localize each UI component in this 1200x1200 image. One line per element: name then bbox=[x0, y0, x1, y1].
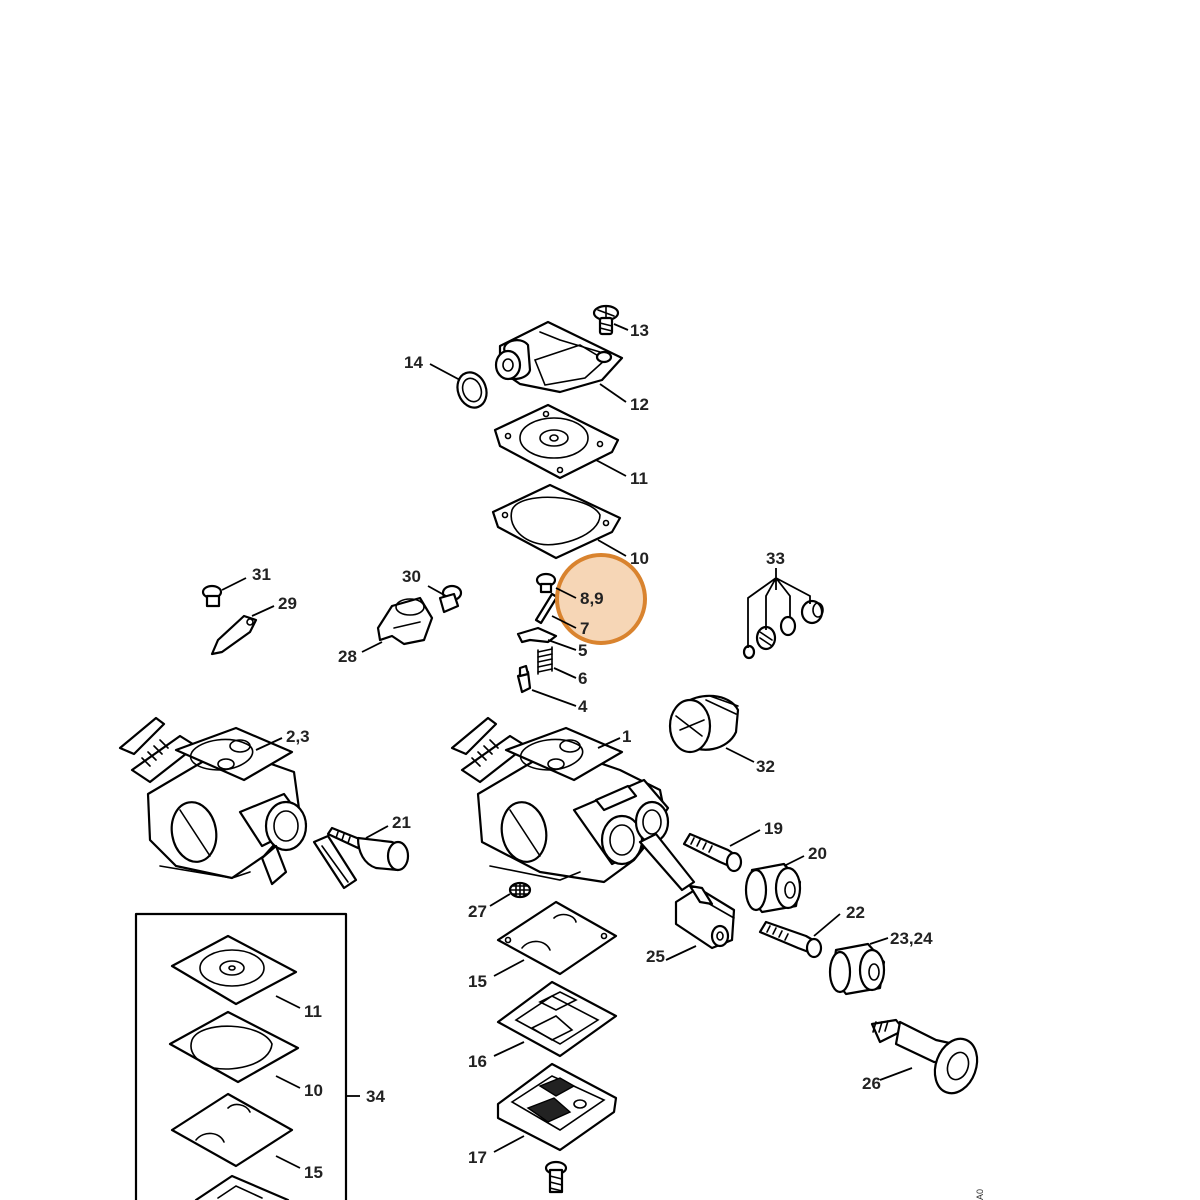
spindle-7[interactable] bbox=[534, 592, 559, 625]
carburetor-2-3[interactable] bbox=[118, 716, 308, 886]
inlet-needle-4[interactable] bbox=[516, 664, 532, 694]
fitting-25[interactable] bbox=[674, 884, 736, 950]
kit-gasket-16 bbox=[194, 1174, 290, 1200]
callout-4[interactable]: 4 bbox=[578, 697, 588, 716]
throttle-lever-28[interactable] bbox=[376, 596, 434, 646]
callout-kit-10[interactable]: 10 bbox=[304, 1081, 323, 1100]
o-ring-kit-33[interactable] bbox=[742, 599, 824, 660]
callout-26[interactable]: 26 bbox=[862, 1074, 881, 1093]
screw-31[interactable] bbox=[201, 584, 223, 608]
screw-13[interactable] bbox=[592, 304, 620, 336]
carburetor-1[interactable] bbox=[450, 716, 670, 884]
callout-34[interactable]: 34 bbox=[366, 1087, 385, 1106]
callout-10[interactable]: 10 bbox=[630, 549, 649, 568]
callout-17[interactable]: 17 bbox=[468, 1148, 487, 1167]
limiter-cap-20[interactable] bbox=[744, 862, 802, 914]
highlight-marker bbox=[555, 553, 647, 645]
callout-32[interactable]: 32 bbox=[756, 757, 775, 776]
callout-kit-11[interactable]: 11 bbox=[304, 1002, 322, 1021]
gasket-10[interactable] bbox=[491, 483, 622, 560]
kit-diaphragm-11 bbox=[170, 934, 298, 1006]
choke-funnel-26[interactable] bbox=[870, 1018, 984, 1099]
pump-cover-12[interactable] bbox=[494, 320, 624, 394]
end-cover-17[interactable] bbox=[496, 1062, 618, 1152]
callout-6[interactable]: 6 bbox=[578, 669, 587, 688]
limiter-cap-23-24[interactable] bbox=[828, 942, 886, 996]
callout-21[interactable]: 21 bbox=[392, 813, 411, 832]
fuel-screen-27[interactable] bbox=[508, 881, 532, 899]
kit-gasket-10 bbox=[168, 1010, 300, 1084]
o-ring-14[interactable] bbox=[453, 368, 492, 411]
callout-31[interactable]: 31 bbox=[252, 565, 271, 584]
adjusting-screw-21[interactable] bbox=[312, 826, 410, 890]
callout-kit-15[interactable]: 15 bbox=[304, 1163, 323, 1182]
screw-30[interactable] bbox=[438, 584, 463, 614]
callout-13[interactable]: 13 bbox=[630, 321, 649, 340]
adjusting-screw-19[interactable] bbox=[638, 832, 743, 892]
screw-8-9[interactable] bbox=[535, 572, 557, 594]
bottom-screw[interactable] bbox=[544, 1160, 568, 1194]
diaphragm-11[interactable] bbox=[493, 403, 620, 480]
callout-16[interactable]: 16 bbox=[468, 1052, 487, 1071]
kit-pump-diaphragm-15 bbox=[170, 1092, 294, 1168]
callout-33[interactable]: 33 bbox=[766, 549, 785, 568]
callout-27[interactable]: 27 bbox=[468, 902, 487, 921]
callout-labels: 13 14 12 11 10 8,9 7 5 6 4 31 29 30 28 3… bbox=[252, 321, 933, 1182]
callout-23-24[interactable]: 23,24 bbox=[890, 929, 933, 948]
primer-bulb-32[interactable] bbox=[668, 694, 740, 754]
adjusting-screw-22[interactable] bbox=[758, 920, 823, 959]
callout-15[interactable]: 15 bbox=[468, 972, 487, 991]
callout-28[interactable]: 28 bbox=[338, 647, 357, 666]
callout-1[interactable]: 1 bbox=[622, 727, 631, 746]
repair-kit-34-box[interactable] bbox=[134, 912, 348, 1200]
callout-22[interactable]: 22 bbox=[846, 903, 865, 922]
callout-19[interactable]: 19 bbox=[764, 819, 783, 838]
callout-8-9[interactable]: 8,9 bbox=[580, 589, 604, 608]
gasket-16[interactable] bbox=[496, 980, 618, 1058]
callout-20[interactable]: 20 bbox=[808, 844, 827, 863]
callout-25[interactable]: 25 bbox=[646, 947, 665, 966]
callout-5[interactable]: 5 bbox=[578, 641, 587, 660]
callout-7[interactable]: 7 bbox=[580, 619, 589, 638]
spring-6[interactable] bbox=[537, 646, 553, 675]
callout-12[interactable]: 12 bbox=[630, 395, 649, 414]
callout-29[interactable]: 29 bbox=[278, 594, 297, 613]
callout-2-3[interactable]: 2,3 bbox=[286, 727, 310, 746]
lever-29[interactable] bbox=[210, 614, 258, 656]
callout-30[interactable]: 30 bbox=[402, 567, 421, 586]
lever-5[interactable] bbox=[516, 626, 558, 644]
drawing-code: A0 bbox=[975, 1189, 985, 1200]
callout-11[interactable]: 11 bbox=[630, 469, 648, 488]
pump-diaphragm-15[interactable] bbox=[496, 900, 618, 976]
callout-14[interactable]: 14 bbox=[404, 353, 423, 372]
leader-lines bbox=[221, 323, 913, 1169]
